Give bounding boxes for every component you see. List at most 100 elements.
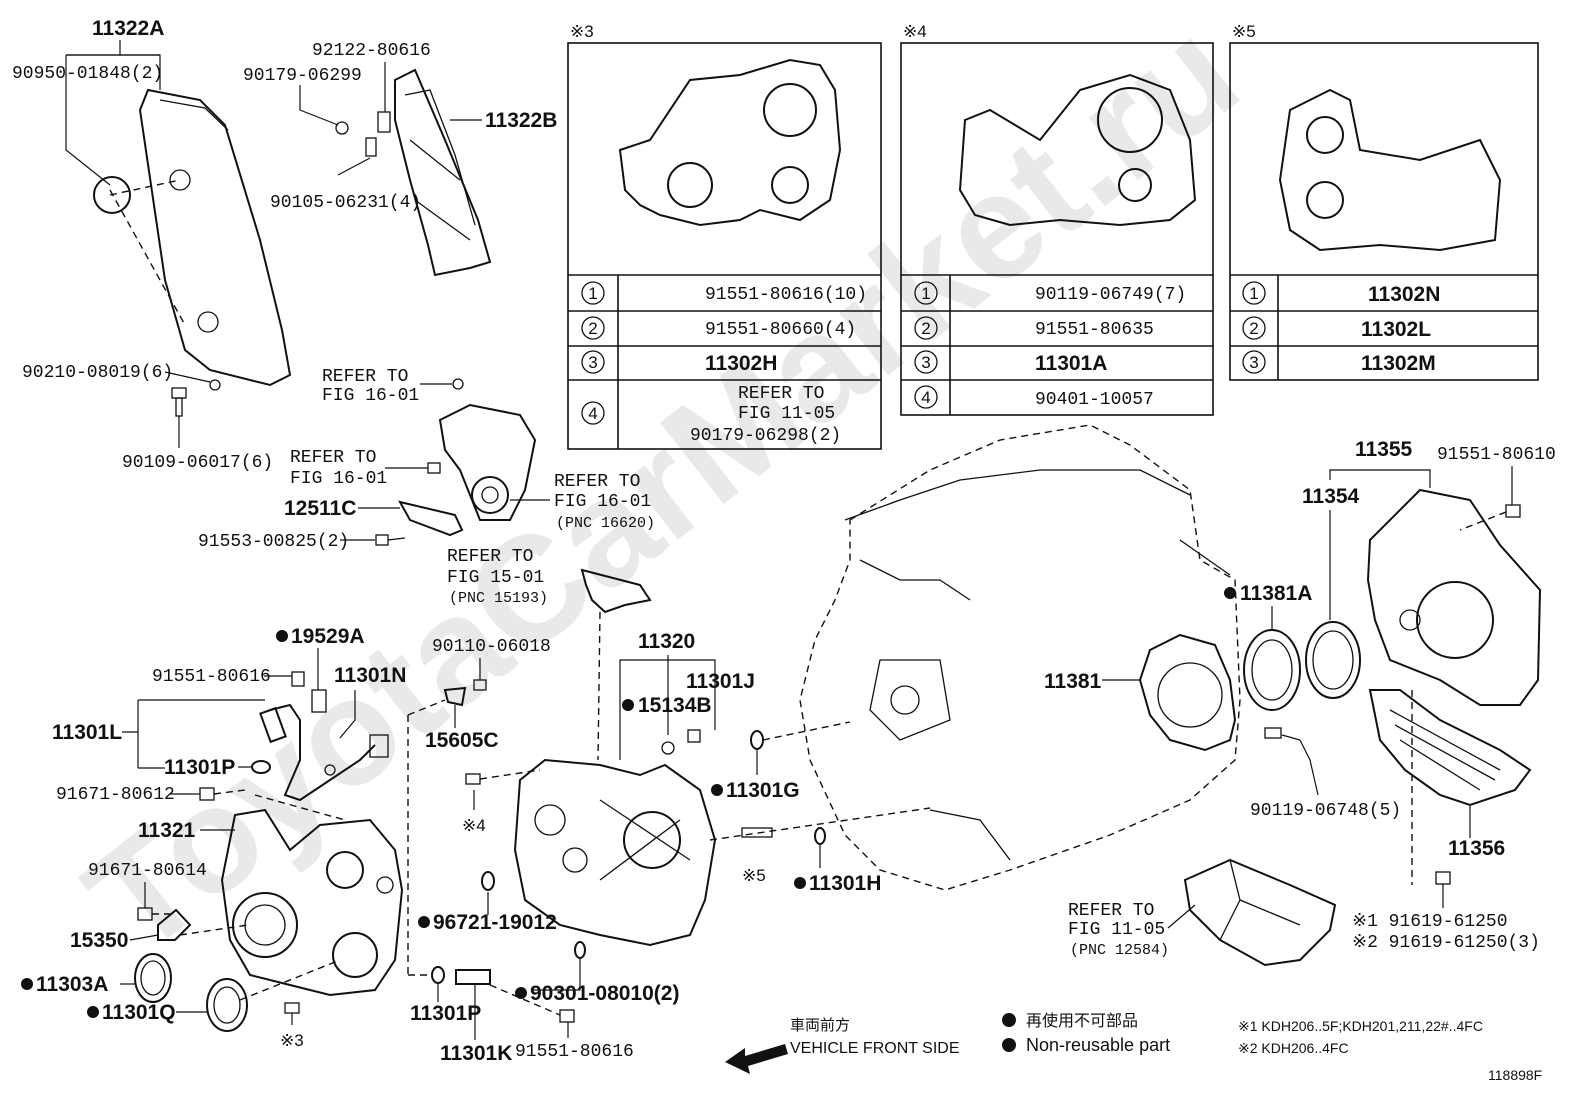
label-11301Q: 11301Q bbox=[102, 1001, 176, 1024]
table3-row1: 1 91551-80616(10) bbox=[581, 281, 867, 305]
svg-text:2: 2 bbox=[921, 319, 930, 338]
mark-note5-stud: ※5 bbox=[742, 866, 766, 885]
table4-row2: 2 91551-80635 bbox=[914, 316, 1154, 340]
label-refer-5b: FIG 11-05 bbox=[1068, 920, 1165, 940]
svg-text:91551-80635: 91551-80635 bbox=[1035, 320, 1154, 340]
box-note3 bbox=[567, 42, 882, 450]
svg-text:11302N: 11302N bbox=[1368, 283, 1440, 306]
gasket-15193 bbox=[580, 568, 652, 614]
label-15605C: 15605C bbox=[425, 729, 499, 752]
label-11354: 11354 bbox=[1302, 485, 1360, 508]
label-90109-06017: 90109-06017(6) bbox=[122, 453, 273, 473]
svg-text:REFER TO: REFER TO bbox=[738, 384, 824, 404]
table3-row4: 4 REFER TO FIG 11-05 90179-06298(2) bbox=[581, 384, 841, 446]
label-92122-80616: 92122-80616 bbox=[312, 41, 431, 61]
label-vehicle-front-jp: 車両前方 bbox=[790, 1016, 850, 1034]
o-ring-11301H bbox=[814, 827, 826, 845]
label-15134B: 15134B bbox=[638, 694, 712, 717]
svg-text:90179-06298(2): 90179-06298(2) bbox=[690, 426, 841, 446]
legend-dot-jp bbox=[1002, 1013, 1016, 1027]
label-refer-3c: (PNC 16620) bbox=[556, 515, 655, 532]
svg-text:3: 3 bbox=[1249, 353, 1258, 372]
engine-block bbox=[799, 424, 1241, 891]
svg-text:4: 4 bbox=[921, 388, 930, 407]
non-reusable-dot bbox=[276, 630, 288, 642]
timing-gear-case-11320 bbox=[513, 758, 717, 947]
front-direction-arrow bbox=[725, 1044, 788, 1074]
cover-plate-note5 bbox=[1278, 88, 1502, 252]
oil-seal-11303A bbox=[134, 953, 172, 1003]
svg-text:90119-06749(7): 90119-06749(7) bbox=[1035, 285, 1186, 305]
label-90119-06748: 90119-06748(5) bbox=[1250, 801, 1401, 821]
label-90301-08010: 90301-08010(2) bbox=[530, 982, 679, 1005]
non-reusable-dot bbox=[515, 987, 527, 999]
bracket-15605C bbox=[443, 686, 467, 707]
non-reusable-dot bbox=[622, 699, 634, 711]
non-reusable-dot bbox=[418, 916, 430, 928]
oil-seal-11354 bbox=[1305, 621, 1361, 699]
label-11301K: 11301K bbox=[440, 1042, 512, 1065]
svg-text:4: 4 bbox=[588, 404, 597, 423]
o-ring-11301G bbox=[750, 730, 764, 750]
label-90179-06299: 90179-06299 bbox=[243, 66, 362, 86]
non-reusable-dot bbox=[21, 978, 33, 990]
label-11301P-b: 11301P bbox=[410, 1002, 481, 1025]
svg-text:2: 2 bbox=[588, 319, 597, 338]
svg-text:1: 1 bbox=[1249, 284, 1258, 303]
cover-11356 bbox=[1368, 689, 1532, 807]
label-refer-1b: FIG 16-01 bbox=[322, 386, 419, 406]
label-90110-06018: 90110-06018 bbox=[432, 637, 551, 657]
mark-5: ※5 bbox=[1232, 22, 1256, 41]
svg-text:90401-10057: 90401-10057 bbox=[1035, 390, 1154, 410]
label-91619-61250-note1: ※1 91619-61250 bbox=[1352, 912, 1508, 932]
sensor-15350 bbox=[157, 908, 192, 941]
label-11322B: 11322B bbox=[485, 109, 557, 132]
label-91551-80616-b: 91551-80616 bbox=[515, 1042, 634, 1062]
table4-row1: 1 90119-06749(7) bbox=[914, 281, 1186, 305]
end-plate-11355 bbox=[1366, 488, 1542, 706]
label-refer-1: REFER TO bbox=[322, 367, 408, 387]
label-11301J: 11301J bbox=[686, 670, 755, 693]
tensioner-bracket bbox=[438, 403, 537, 521]
mark-3: ※3 bbox=[570, 22, 594, 41]
label-11322A: 11322A bbox=[92, 17, 164, 40]
non-reusable-dot bbox=[1224, 587, 1236, 599]
label-11301N: 11301N bbox=[334, 664, 406, 687]
label-91551-80616-a: 91551-80616 bbox=[152, 667, 271, 687]
svg-text:11302L: 11302L bbox=[1361, 318, 1431, 341]
bolt-90109 bbox=[171, 387, 187, 417]
label-vehicle-front-en: VEHICLE FRONT SIDE bbox=[790, 1040, 960, 1057]
watermark: ToyotaCarMarket.ru bbox=[56, 0, 1267, 985]
table5-row1: 1 11302N bbox=[1242, 281, 1440, 306]
retainer-11381 bbox=[1138, 633, 1237, 752]
oil-pan-12584 bbox=[1183, 858, 1337, 967]
harness-11301N bbox=[259, 703, 389, 802]
timing-cover-11321 bbox=[220, 808, 404, 997]
non-reusable-dot bbox=[794, 877, 806, 889]
label-refer-5c: (PNC 12584) bbox=[1070, 942, 1169, 959]
table3-row2: 2 91551-80660(4) bbox=[581, 316, 856, 340]
legend-non-reusable-en: Non-reusable part bbox=[1026, 1035, 1170, 1055]
label-91551-80610: 91551-80610 bbox=[1437, 445, 1556, 465]
non-reusable-dot bbox=[711, 784, 723, 796]
box-note5 bbox=[1229, 42, 1539, 381]
label-11321: 11321 bbox=[138, 819, 196, 842]
mark-note4-bolt: ※4 bbox=[462, 816, 486, 835]
svg-text:91551-80660(4): 91551-80660(4) bbox=[705, 320, 856, 340]
label-11301P-a: 11301P bbox=[164, 756, 235, 779]
label-96721-19012: 96721-19012 bbox=[433, 911, 557, 934]
svg-text:3: 3 bbox=[588, 353, 597, 372]
legend-dot-en bbox=[1002, 1038, 1016, 1052]
label-91619-61250-note2: ※2 91619-61250(3) bbox=[1352, 933, 1540, 953]
sensor-11301K bbox=[455, 969, 491, 985]
label-15350: 15350 bbox=[70, 929, 128, 952]
cover-plate-note3 bbox=[618, 58, 842, 227]
oil-seal-11381A bbox=[1243, 629, 1301, 711]
label-11301G: 11301G bbox=[726, 779, 800, 802]
label-91671-80614: 91671-80614 bbox=[88, 861, 207, 881]
label-19529A: 19529A bbox=[291, 625, 365, 648]
label-refer-3: REFER TO bbox=[554, 472, 640, 492]
mark-note3-bolt: ※3 bbox=[280, 1031, 304, 1050]
label-refer-4b: FIG 15-01 bbox=[447, 568, 544, 588]
